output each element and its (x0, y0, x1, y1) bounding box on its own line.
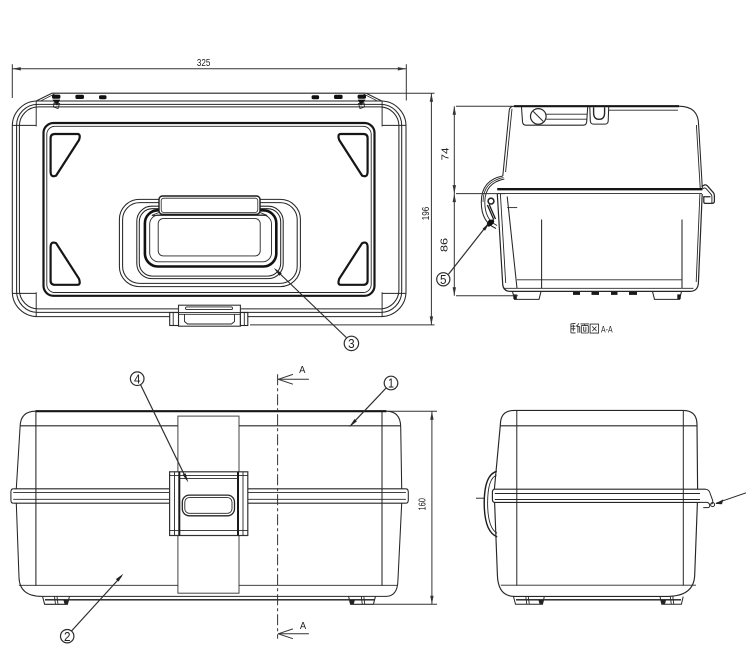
svg-text:2: 2 (64, 630, 71, 644)
svg-text:A-A: A-A (601, 324, 613, 335)
svg-text:4: 4 (134, 372, 141, 386)
svg-text:325: 325 (197, 58, 211, 69)
svg-text:160: 160 (418, 498, 429, 511)
svg-text:A: A (299, 364, 305, 376)
svg-text:A: A (300, 620, 306, 632)
svg-text:74: 74 (441, 147, 452, 161)
svg-text:196: 196 (421, 206, 432, 220)
svg-text:3: 3 (348, 337, 355, 351)
svg-text:1: 1 (388, 377, 394, 391)
svg-text:86: 86 (440, 237, 451, 252)
svg-text:5: 5 (440, 273, 447, 287)
